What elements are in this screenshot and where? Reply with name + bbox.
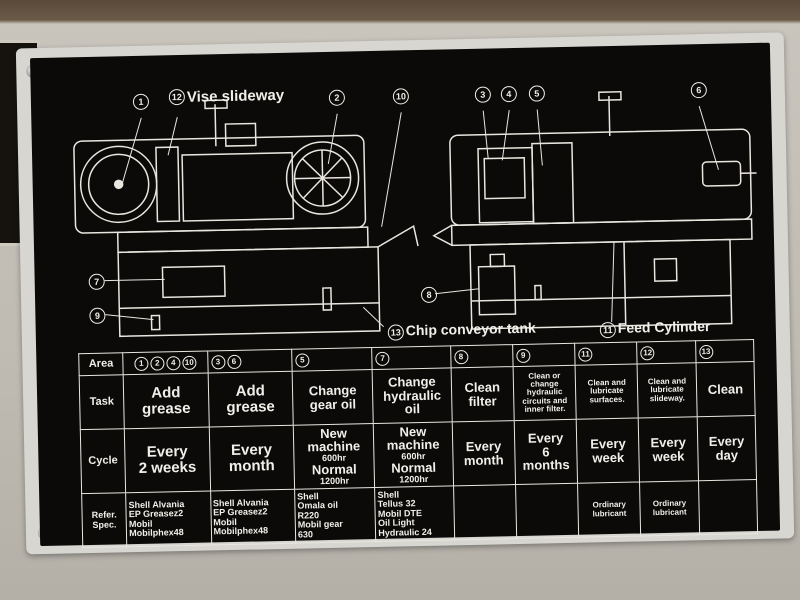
area-cell: 7: [371, 345, 451, 370]
task-cell: Clean and lubricate surfaces.: [575, 363, 639, 420]
spec-cell: [453, 484, 517, 540]
row-header-spec: Refer. Spec.: [81, 492, 127, 548]
area-cell: 11: [574, 341, 638, 366]
plate-face: 1 12 2 10 3 4 5 6 7 9 8 13 11 Vise slide…: [30, 42, 781, 548]
maintenance-plate: 1 12 2 10 3 4 5 6 7 9 8 13 11 Vise slide…: [15, 32, 795, 555]
task-cell: Change gear oil: [292, 369, 374, 426]
row-header-cycle: Cycle: [80, 428, 126, 494]
task-cell: Add grease: [123, 372, 209, 429]
area-cell: 13: [695, 339, 755, 363]
task-cell: Clean filter: [450, 366, 515, 422]
area-cell: 5: [291, 347, 373, 372]
area-cell: 9: [512, 343, 576, 367]
front-view-drawing: [73, 99, 419, 338]
spec-cell: [698, 479, 758, 535]
area-cell: 8: [450, 344, 513, 368]
label-feed-cylinder: Feed Cylinder: [617, 317, 711, 336]
row-header-task: Task: [79, 374, 125, 430]
task-cell: Add grease: [207, 371, 294, 427]
task-cell: Clean and lubricate slideway.: [637, 362, 697, 418]
label-vise-slideway: Vise slideway: [186, 86, 285, 106]
task-cell: Clean or change hydraulic circuits and i…: [512, 365, 577, 421]
leader-lines: [104, 105, 719, 328]
label-chip-conveyor-tank: Chip conveyor tank: [405, 319, 536, 339]
machine-diagram: [73, 91, 757, 338]
area-cell: 12: [637, 340, 696, 364]
side-view-drawing: [432, 91, 757, 330]
task-cell: Clean: [695, 361, 756, 417]
spec-cell: [515, 483, 579, 539]
task-cell: Change hydraulic oil: [372, 367, 452, 424]
row-header-area: Area: [78, 352, 124, 376]
